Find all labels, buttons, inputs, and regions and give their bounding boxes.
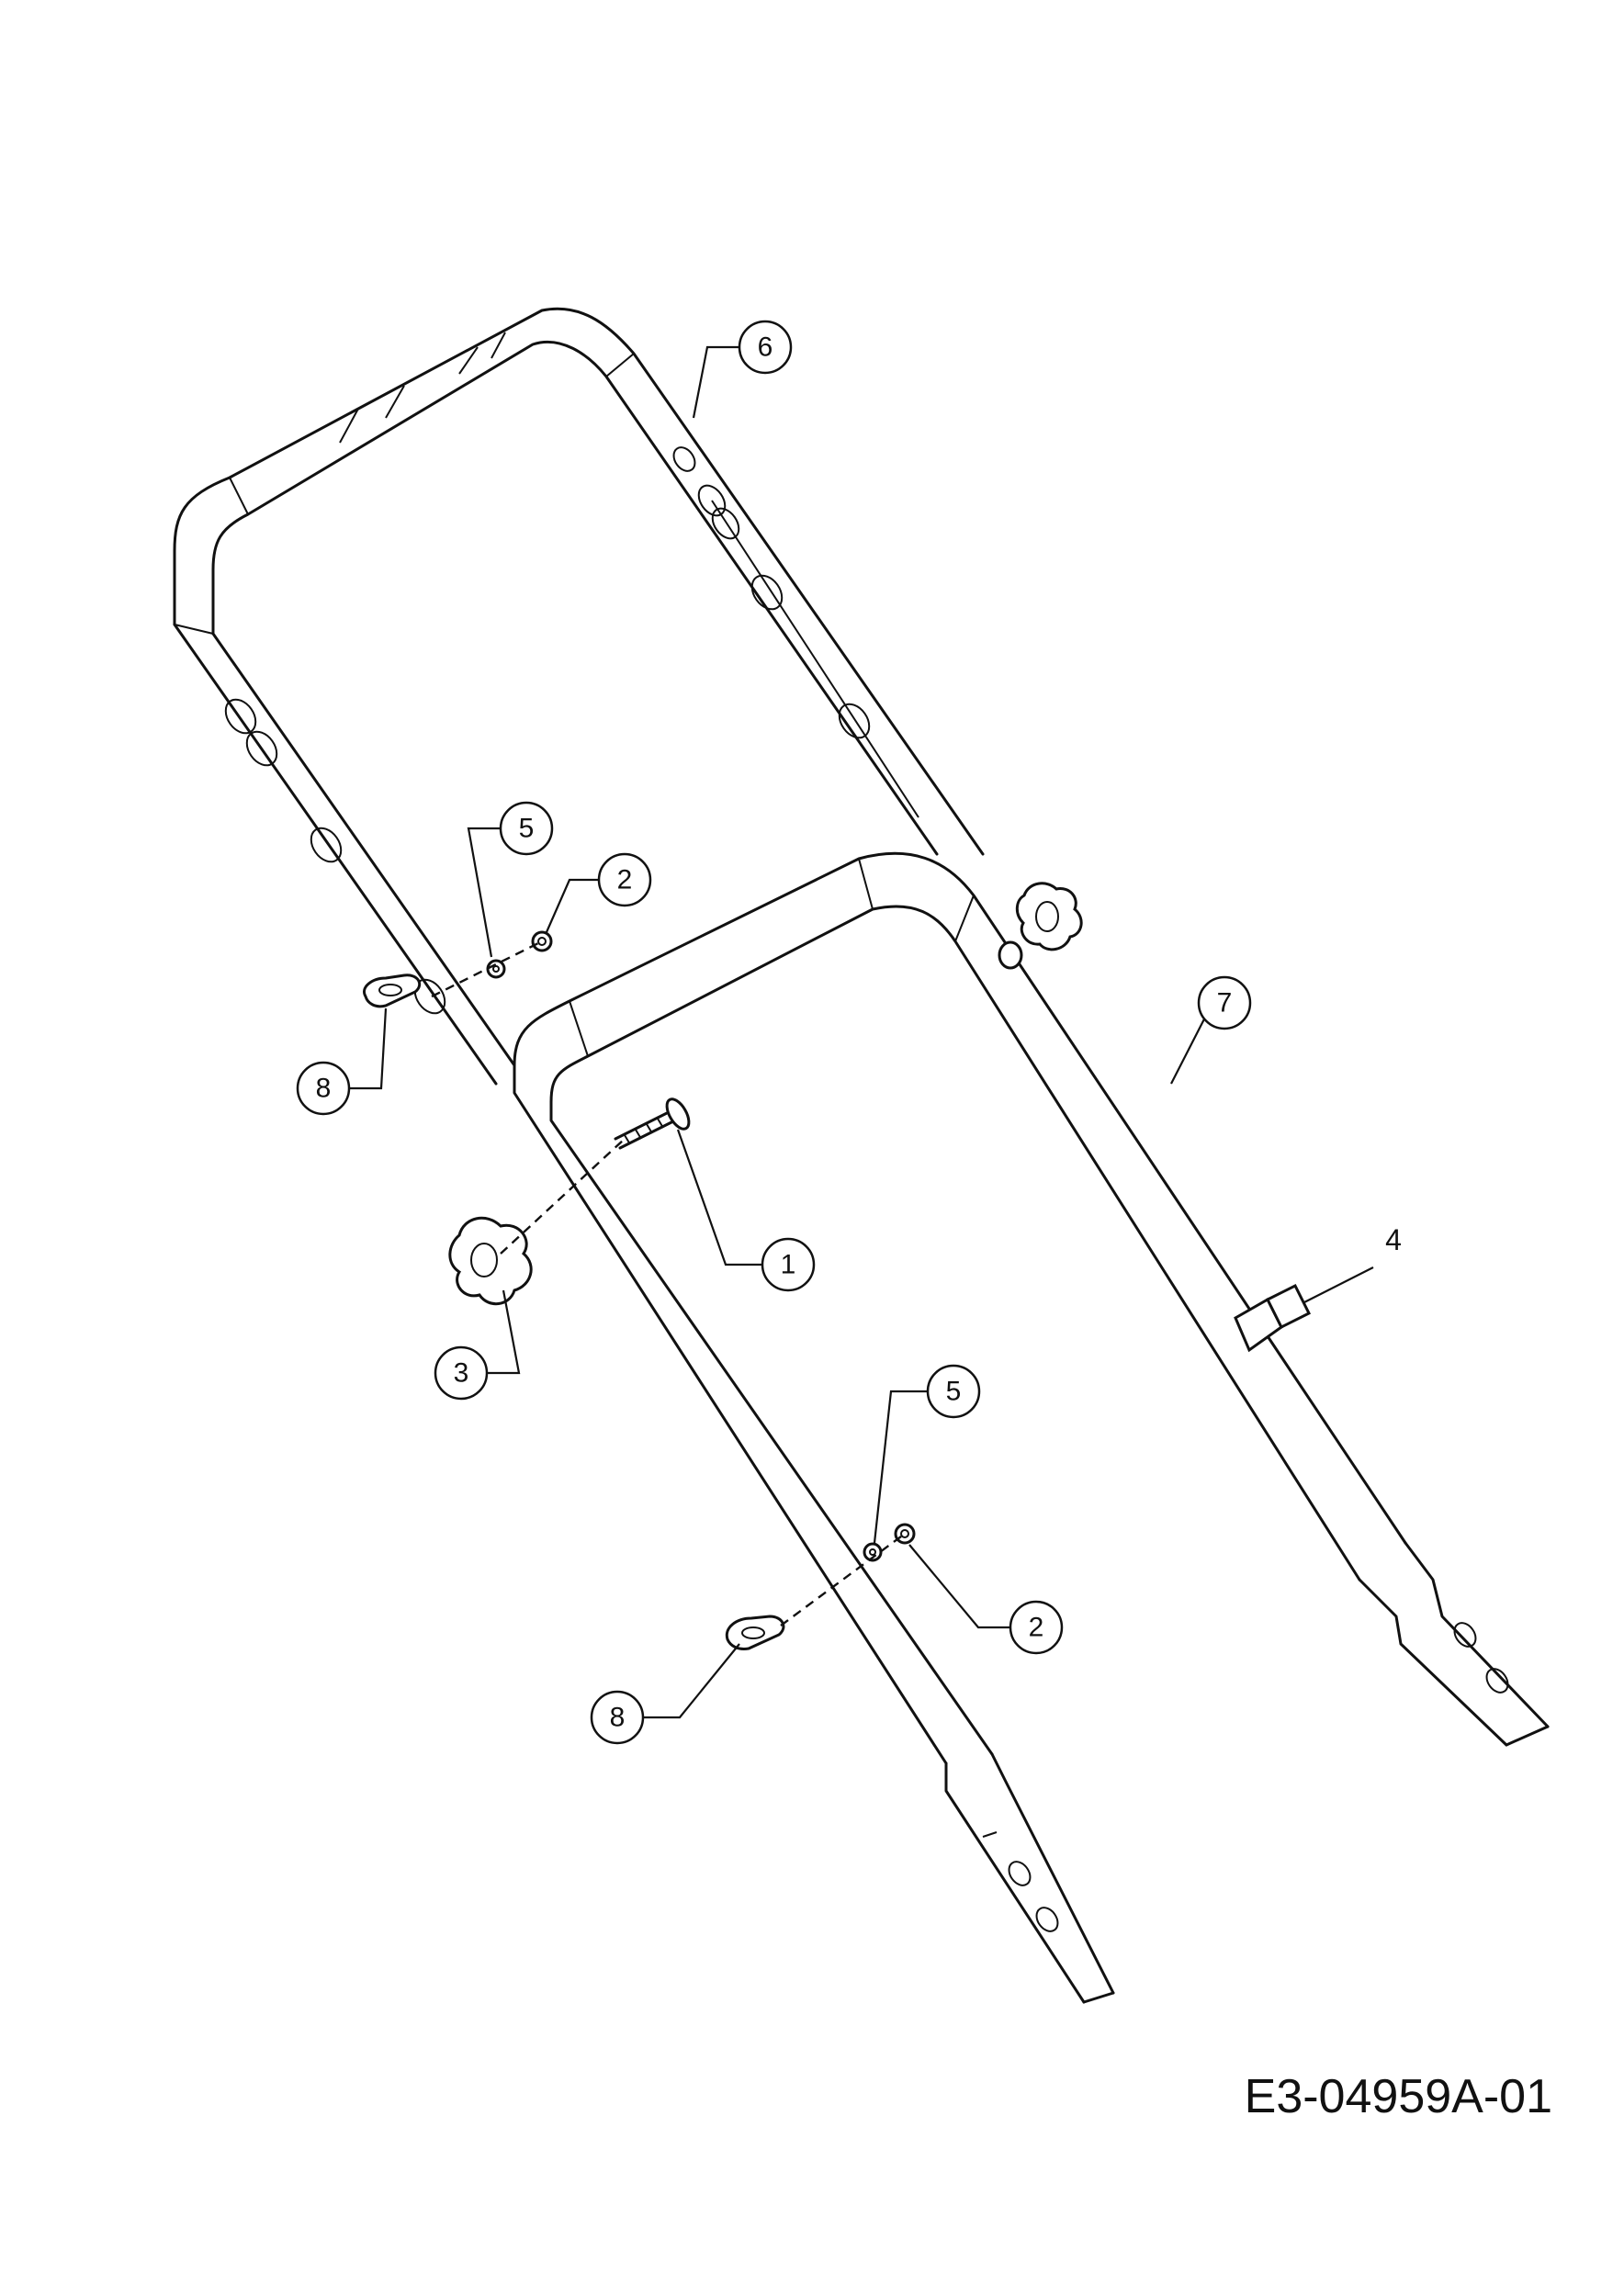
callout-4: 4 xyxy=(1385,1223,1402,1256)
carriage-bolt xyxy=(614,1097,691,1150)
callout-8-lower: 8 xyxy=(590,1690,645,1745)
cable-clip xyxy=(1234,1283,1312,1353)
callout-5-upper: 5 xyxy=(499,801,554,856)
callout-4-label: 4 xyxy=(1385,1223,1402,1256)
callout-1: 1 xyxy=(761,1237,816,1292)
callout-2-lower: 2 xyxy=(1009,1600,1064,1655)
star-knob xyxy=(448,1216,533,1305)
callout-2-lower-label: 2 xyxy=(1029,1613,1044,1643)
cable-guide-lower xyxy=(725,1615,785,1650)
callout-7-label: 7 xyxy=(1217,988,1233,1019)
callout-8-lower-label: 8 xyxy=(610,1703,626,1733)
callout-7: 7 xyxy=(1197,975,1252,1030)
callout-3: 3 xyxy=(434,1345,489,1401)
nut-upper xyxy=(531,930,553,952)
washer-upper xyxy=(486,959,506,979)
callout-5-lower: 5 xyxy=(926,1364,981,1419)
callout-2-upper: 2 xyxy=(597,852,652,907)
nut-lower xyxy=(894,1523,916,1545)
callout-2-upper-label: 2 xyxy=(617,865,633,895)
upper-right-knob xyxy=(998,882,1083,970)
callout-5-lower-label: 5 xyxy=(946,1377,962,1407)
assembly-lines xyxy=(431,940,906,1626)
lower-handle xyxy=(513,851,1550,2004)
callout-6-label: 6 xyxy=(758,332,773,363)
callout-1-label: 1 xyxy=(781,1250,796,1280)
leader-lines xyxy=(349,345,1374,1719)
upper-handle xyxy=(173,307,985,1086)
callout-3-label: 3 xyxy=(454,1358,469,1389)
drawing-code: E3-04959A-01 xyxy=(1245,2070,1552,2123)
cable-guide-upper xyxy=(363,974,422,1008)
callout-8-upper: 8 xyxy=(296,1061,351,1116)
callout-5-upper-label: 5 xyxy=(519,814,535,844)
washer-lower xyxy=(863,1542,883,1562)
callout-8-upper-label: 8 xyxy=(316,1074,332,1104)
callout-6: 6 xyxy=(738,320,793,375)
